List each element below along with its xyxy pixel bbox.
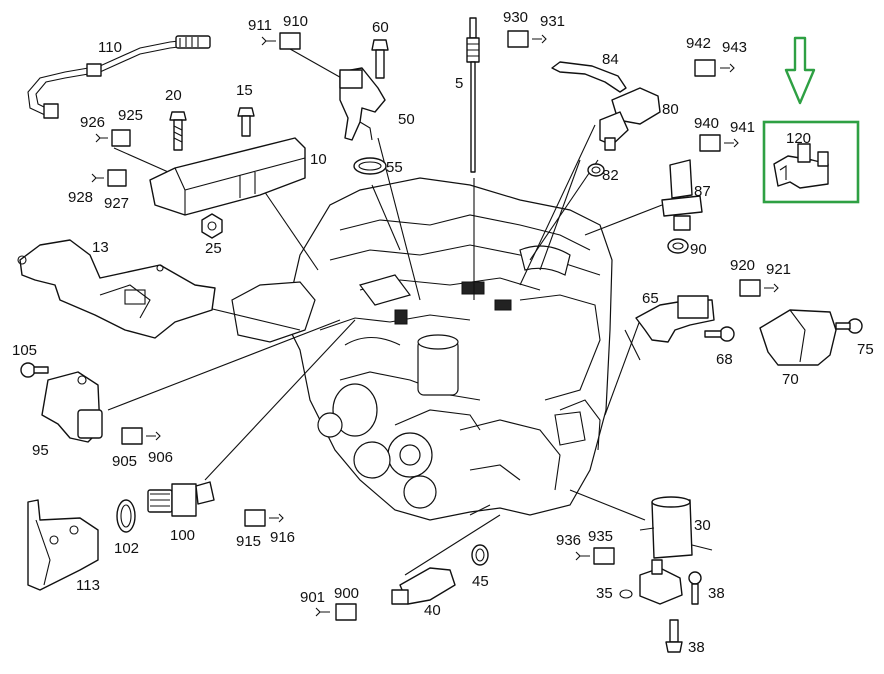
part-30-sensor	[639, 496, 713, 559]
label-100: 100	[170, 527, 195, 544]
label-30: 30	[694, 517, 711, 534]
label-60: 60	[372, 19, 389, 36]
label-80: 80	[662, 101, 679, 118]
part-90-seal	[667, 238, 689, 254]
part-80-pressure-sensor	[599, 87, 661, 151]
part-38-bolt-upper	[688, 571, 702, 605]
part-95-sensor	[41, 371, 103, 443]
part-25-nut	[201, 213, 223, 239]
label-935: 935	[588, 528, 613, 545]
label-110: 110	[98, 39, 122, 56]
label-90: 90	[690, 241, 707, 258]
connector-915	[244, 509, 284, 527]
part-13-bracket	[17, 239, 216, 339]
label-25: 25	[205, 240, 222, 257]
part-113-bracket	[27, 499, 99, 591]
highlight-box-part-120	[762, 120, 860, 204]
part-84-clip	[551, 61, 627, 93]
label-105: 105	[12, 342, 37, 359]
part-82-seal-ring	[587, 163, 605, 177]
label-901: 901	[300, 589, 325, 606]
part-68-bolt	[704, 326, 735, 342]
part-87-oil-pressure-switch	[661, 159, 703, 231]
label-915: 915	[236, 533, 261, 550]
label-35: 35	[596, 585, 613, 602]
label-82: 82	[602, 167, 619, 184]
label-911: 911	[248, 17, 272, 34]
connector-927	[91, 169, 127, 187]
part-60-bolt	[371, 39, 389, 79]
label-113: 113	[76, 577, 100, 594]
label-936: 936	[556, 532, 581, 549]
part-65-speed-sensor	[635, 295, 715, 343]
label-87: 87	[694, 183, 711, 200]
part-100-sensor	[147, 481, 215, 517]
label-70: 70	[782, 371, 799, 388]
label-40: 40	[424, 602, 441, 619]
label-95: 95	[32, 442, 49, 459]
label-941: 941	[730, 119, 755, 136]
label-905: 905	[112, 453, 137, 470]
label-55: 55	[386, 159, 403, 176]
label-925: 925	[118, 107, 143, 124]
part-105-screw	[20, 362, 49, 378]
part-120-differential-pressure-sensor	[773, 143, 829, 189]
label-50: 50	[398, 111, 415, 128]
part-38-bolt-lower	[665, 619, 683, 653]
part-102-o-ring	[116, 499, 136, 533]
highlight-arrow	[784, 36, 816, 105]
label-928: 928	[68, 189, 93, 206]
connector-925	[95, 129, 131, 147]
connector-905	[121, 427, 161, 445]
part-110-temperature-sensor	[27, 35, 211, 119]
label-943: 943	[722, 39, 747, 56]
part-35-sensor-element	[619, 559, 683, 605]
part-5-glow-plug	[466, 17, 480, 173]
part-40-sensor	[391, 567, 456, 605]
label-75: 75	[857, 341, 874, 358]
label-5: 5	[455, 75, 463, 92]
label-15: 15	[236, 82, 253, 99]
label-931: 931	[540, 13, 565, 30]
part-20-bolt	[169, 111, 187, 151]
part-70-cover	[759, 309, 837, 366]
connector-930	[507, 30, 547, 48]
label-910: 910	[283, 13, 308, 30]
label-927: 927	[104, 195, 129, 212]
label-38-upper: 38	[708, 585, 725, 602]
part-45-seal	[471, 544, 489, 566]
part-10-control-module	[149, 137, 306, 216]
label-920: 920	[730, 257, 755, 274]
label-906: 906	[148, 449, 173, 466]
label-942: 942	[686, 35, 711, 52]
part-number-labels: 110 20 15 926 925 928 927 10 25 13 911 9…	[12, 9, 874, 656]
part-15-bolt	[237, 107, 255, 137]
label-900: 900	[334, 585, 359, 602]
part-55-o-ring	[353, 157, 387, 175]
label-926: 926	[80, 114, 105, 131]
connector-920	[739, 279, 779, 297]
label-10: 10	[310, 151, 327, 168]
label-120: 120	[786, 130, 811, 147]
label-916: 916	[270, 529, 295, 546]
label-20: 20	[165, 87, 182, 104]
label-102: 102	[114, 540, 139, 557]
part-50-camshaft-sensor	[339, 67, 386, 141]
label-65: 65	[642, 290, 659, 307]
label-921: 921	[766, 261, 791, 278]
label-84: 84	[602, 51, 619, 68]
connector-900	[315, 603, 357, 621]
part-75-bolt	[835, 318, 863, 334]
label-13: 13	[92, 239, 109, 256]
label-930: 930	[503, 9, 528, 26]
connector-942	[694, 59, 735, 77]
connector-940	[699, 134, 739, 152]
label-45: 45	[472, 573, 489, 590]
connector-935	[575, 547, 615, 565]
label-940: 940	[694, 115, 719, 132]
label-38-lower: 38	[688, 639, 705, 656]
connector-910	[261, 32, 301, 50]
label-68: 68	[716, 351, 733, 368]
